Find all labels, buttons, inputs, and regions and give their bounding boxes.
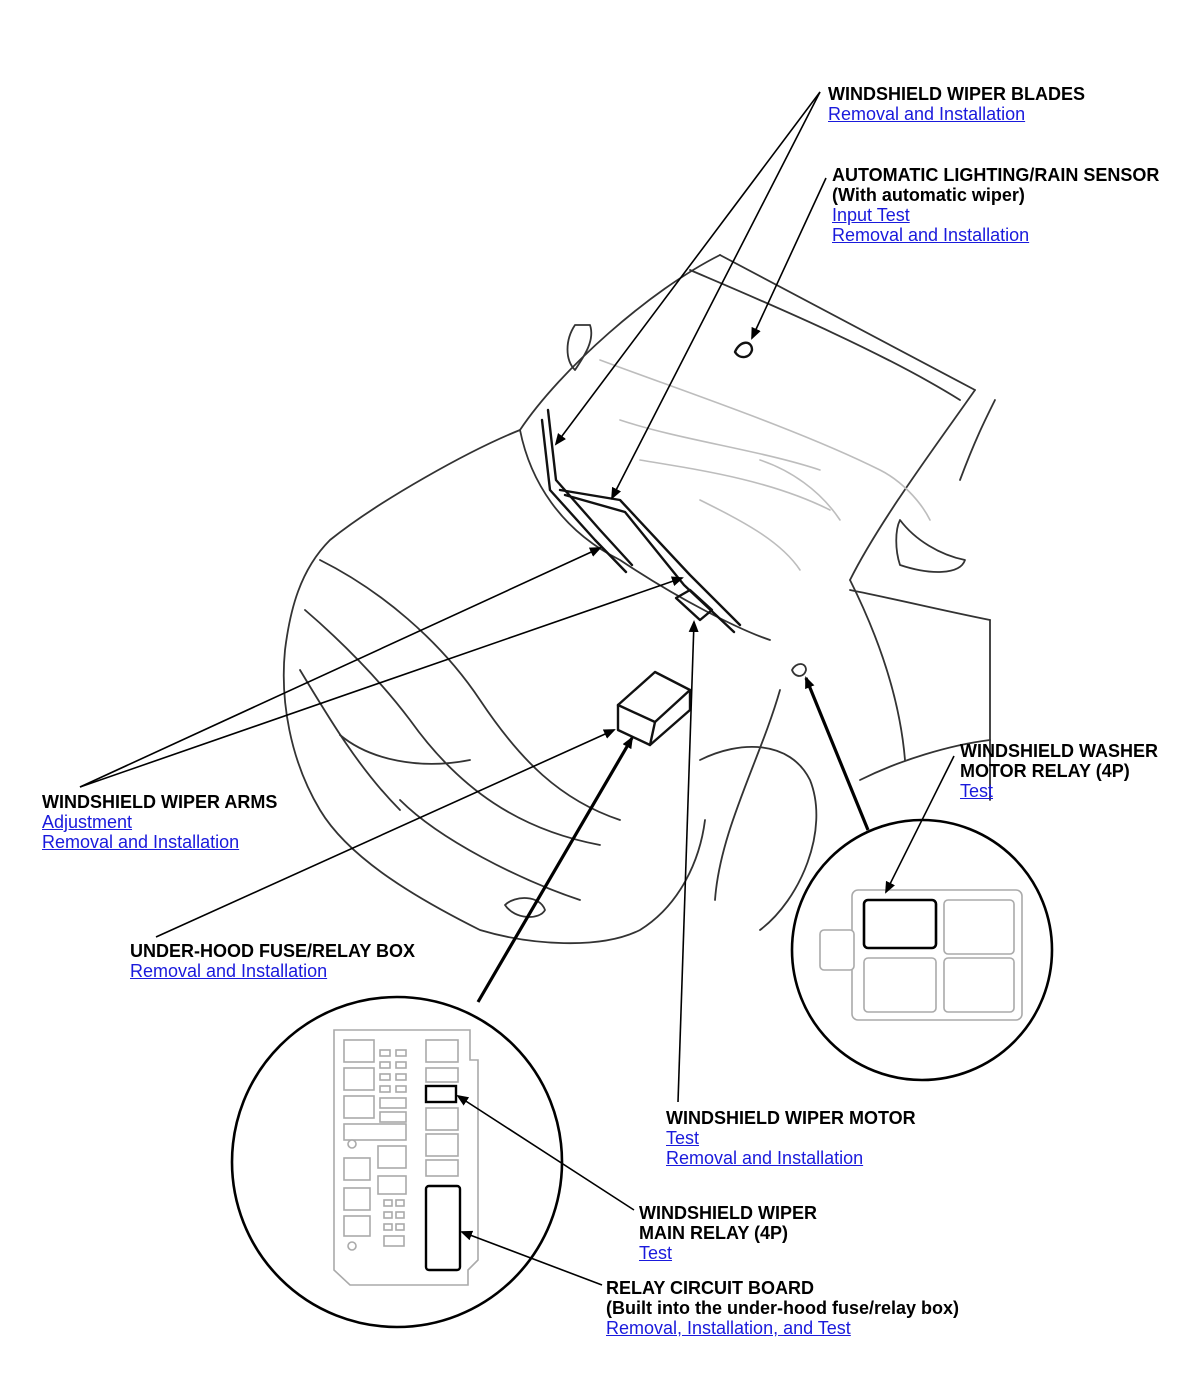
- wiper-motor-title: WINDSHIELD WIPER MOTOR: [666, 1108, 916, 1128]
- relay-board-highlight: [424, 1184, 462, 1272]
- relay-board-link[interactable]: Removal, Installation, and Test: [606, 1318, 851, 1338]
- fuse-box-title: UNDER-HOOD FUSE/RELAY BOX: [130, 941, 416, 961]
- callout-relay-board: RELAY CIRCUIT BOARD (Built into the unde…: [606, 1278, 959, 1338]
- washer-relay-title-line2: MOTOR RELAY (4P): [960, 761, 1130, 781]
- leader-wiper-motor: [677, 620, 699, 1103]
- leader-main-relay: [456, 1094, 635, 1211]
- rain-sensor-removal-link[interactable]: Removal and Installation: [832, 225, 1030, 245]
- leader-wiper-blade-2: [611, 91, 821, 500]
- main-relay-test-link[interactable]: Test: [639, 1243, 673, 1263]
- windshield-ghost: [599, 359, 931, 571]
- leader-washer-relay: [885, 755, 955, 894]
- callout-main-relay: WINDSHIELD WIPER MAIN RELAY (4P) Test: [639, 1203, 817, 1263]
- wiper-arms-adjustment-link[interactable]: Adjustment: [42, 812, 133, 832]
- leader-relay-board: [460, 1230, 603, 1286]
- wiper-motor-test-link[interactable]: Test: [666, 1128, 700, 1148]
- leader-wiper-blade-1: [554, 91, 821, 446]
- leader-washer-detail: [804, 676, 870, 831]
- relay-board-subtitle: (Built into the under-hood fuse/relay bo…: [606, 1298, 959, 1318]
- callout-wiper-arms: WINDSHIELD WIPER ARMS Adjustment Removal…: [42, 792, 277, 852]
- callout-fuse-box: UNDER-HOOD FUSE/RELAY BOX Removal and In…: [130, 941, 415, 981]
- wiper-arms-title: WINDSHIELD WIPER ARMS: [42, 792, 278, 812]
- leader-wiper-arm-2: [79, 576, 684, 788]
- callout-wiper-motor: WINDSHIELD WIPER MOTOR Test Removal and …: [666, 1108, 916, 1168]
- callout-washer-relay: WINDSHIELD WASHER MOTOR RELAY (4P) Test: [960, 741, 1158, 801]
- wiper-motor-removal-link[interactable]: Removal and Installation: [666, 1148, 864, 1168]
- rain-sensor-part: [733, 341, 754, 359]
- wiper-arms-removal-link[interactable]: Removal and Installation: [42, 832, 240, 852]
- washer-relay-location: [791, 663, 807, 677]
- fuse-box-detail-circle: [230, 995, 564, 1329]
- washer-relay-detail-circle: [790, 818, 1054, 1082]
- rain-sensor-title: AUTOMATIC LIGHTING/RAIN SENSOR: [832, 165, 1160, 185]
- callout-rain-sensor: AUTOMATIC LIGHTING/RAIN SENSOR (With aut…: [832, 165, 1159, 245]
- main-relay-highlight: [424, 1084, 458, 1104]
- wiper-assembly: [540, 408, 742, 634]
- leader-fuse-detail: [476, 736, 634, 1003]
- main-relay-title-line1: WINDSHIELD WIPER: [639, 1203, 817, 1223]
- rain-sensor-subtitle: (With automatic wiper): [832, 185, 1025, 205]
- wiper-blades-removal-link[interactable]: Removal and Installation: [828, 104, 1026, 124]
- fuse-box-part: [616, 670, 692, 747]
- washer-relay-test-link[interactable]: Test: [960, 781, 994, 801]
- washer-relay-title-line1: WINDSHIELD WASHER: [960, 741, 1158, 761]
- wiper-blades-title: WINDSHIELD WIPER BLADES: [828, 84, 1086, 104]
- callout-wiper-blades: WINDSHIELD WIPER BLADES Removal and Inst…: [828, 84, 1085, 124]
- fuse-box-removal-link[interactable]: Removal and Installation: [130, 961, 328, 981]
- main-relay-title-line2: MAIN RELAY (4P): [639, 1223, 789, 1243]
- relay-board-title: RELAY CIRCUIT BOARD: [606, 1278, 815, 1298]
- leader-rain-sensor: [751, 177, 827, 340]
- leader-fuse-box: [155, 729, 616, 938]
- rain-sensor-input-test-link[interactable]: Input Test: [832, 205, 910, 225]
- car-body: [282, 254, 996, 945]
- washer-relay-highlight: [862, 898, 938, 950]
- leader-wiper-arm-1: [79, 547, 602, 788]
